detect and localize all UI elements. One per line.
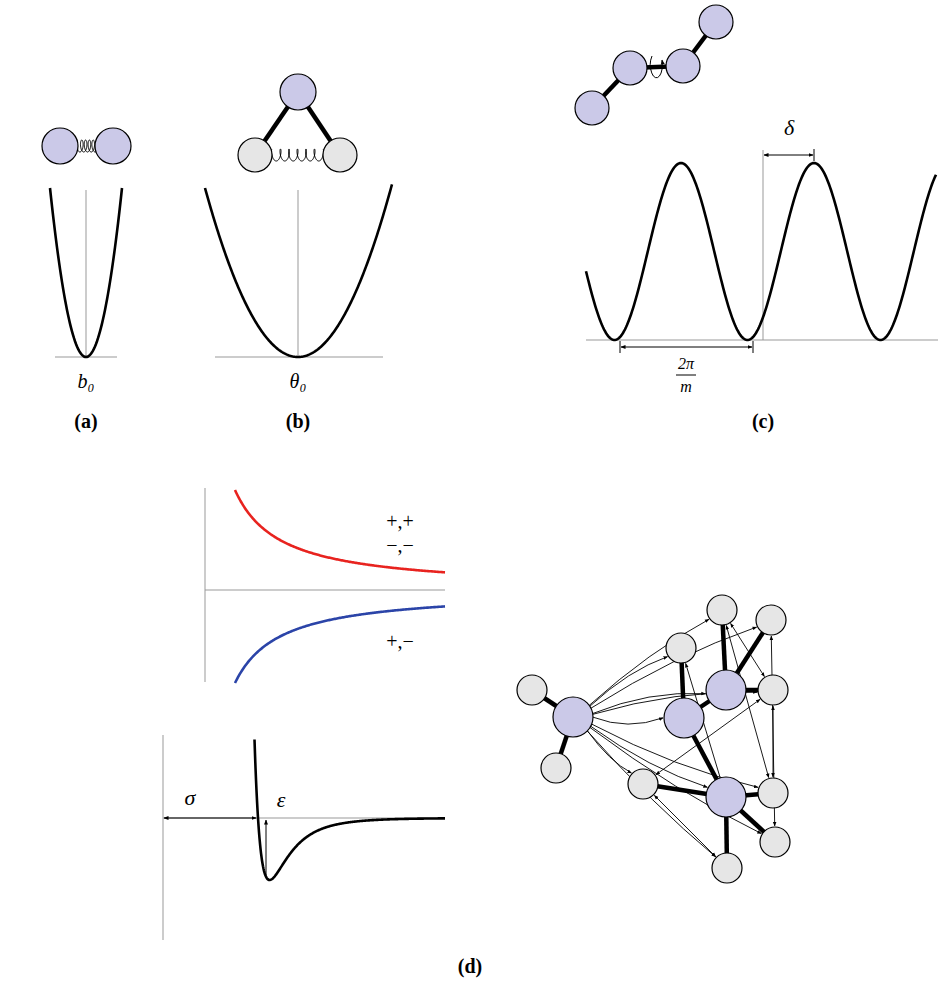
atom	[666, 49, 700, 83]
dimension-arrow	[621, 347, 752, 348]
dimension-tick	[753, 341, 754, 353]
harmonic-curve	[50, 188, 122, 357]
axis	[586, 340, 938, 341]
axis	[763, 150, 764, 340]
dimension-arrow	[164, 818, 256, 819]
atom	[699, 5, 733, 39]
atom	[756, 605, 786, 635]
atom	[280, 74, 316, 110]
dimension-label: ε	[277, 788, 286, 812]
atom	[323, 138, 357, 172]
axis	[205, 590, 445, 591]
cosine-curve	[586, 163, 936, 340]
panel-label: (c)	[752, 410, 774, 432]
atom	[664, 698, 704, 738]
repulsive-curve	[235, 490, 445, 572]
dimension-label: δ	[784, 116, 794, 140]
harmonic-curve	[205, 184, 392, 357]
atom	[613, 51, 647, 85]
atom	[95, 128, 131, 164]
atom	[42, 128, 78, 164]
axis-label: b₀	[78, 370, 95, 392]
atom	[758, 675, 788, 705]
atom	[575, 91, 609, 125]
atom	[517, 675, 547, 705]
atom	[666, 633, 696, 663]
interaction-arrow	[589, 619, 709, 705]
interaction-arrow	[773, 706, 774, 777]
atom	[628, 769, 658, 799]
dimension-arrow	[266, 820, 267, 877]
atom	[707, 595, 737, 625]
panel-label: (a)	[74, 410, 97, 432]
spring	[271, 149, 323, 161]
atom	[553, 697, 593, 737]
axis	[163, 735, 164, 940]
fraction-denominator: m	[680, 378, 692, 396]
axis	[298, 190, 299, 357]
interaction-arrow	[731, 623, 765, 676]
lennard-jones-curve	[255, 740, 446, 880]
atom	[760, 827, 790, 857]
fraction-bar	[676, 375, 696, 376]
axis-label: θ₀	[290, 370, 307, 392]
atom	[541, 753, 571, 783]
atom	[706, 777, 746, 817]
axis	[86, 190, 87, 357]
interaction-arrow	[593, 717, 663, 724]
dimension-arrow	[764, 155, 813, 156]
interaction-arrow	[590, 657, 668, 707]
panel-label: (b)	[286, 410, 310, 432]
axis	[205, 488, 206, 682]
atom	[706, 670, 746, 710]
interaction-arrow	[654, 795, 715, 856]
charge-label: +,+	[386, 510, 414, 532]
charge-label: +,−	[386, 630, 414, 652]
charge-label: −,−	[386, 534, 414, 556]
interaction-arrow	[587, 731, 631, 773]
dimension-tick	[620, 341, 621, 353]
atom	[238, 138, 272, 172]
fraction-numerator: 2π	[678, 355, 694, 373]
panel-label: (d)	[458, 955, 482, 977]
attractive-curve	[235, 606, 445, 683]
dimension-tick	[814, 149, 815, 161]
rotation-arrow	[650, 56, 662, 78]
dimension-label: σ	[185, 786, 196, 810]
atom	[712, 853, 742, 883]
atom	[758, 778, 788, 808]
